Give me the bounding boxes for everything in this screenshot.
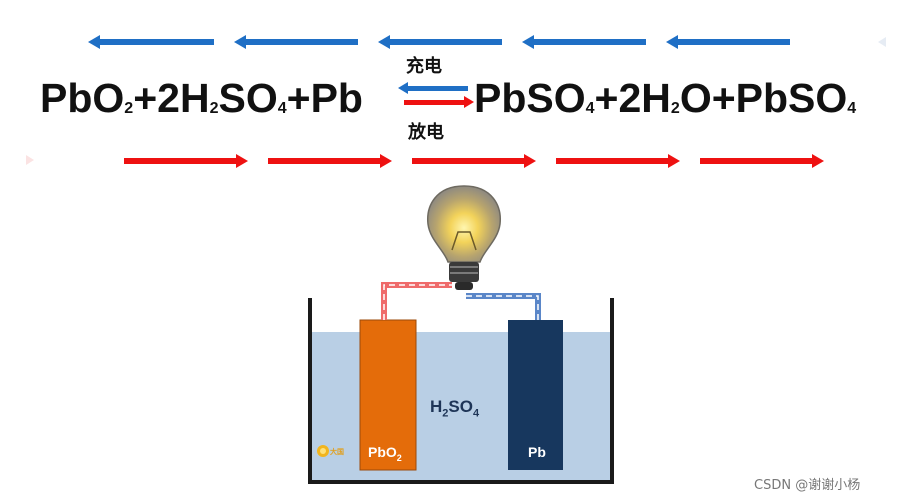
blue-arrow [378, 35, 502, 49]
light-bulb-icon [427, 185, 501, 290]
blue-arrow [88, 35, 214, 49]
red-arrow [700, 154, 824, 168]
red-arrow [412, 154, 536, 168]
pb-electrode [508, 320, 563, 470]
pbo2-electrode-label: PbO2 [368, 444, 402, 463]
logo-icon [317, 445, 329, 457]
charge-flow-arrows [88, 35, 886, 49]
blue-arrow [234, 35, 358, 49]
watermark: CSDN @谢谢小杨 [754, 478, 861, 493]
faint-arrow-tip [878, 37, 886, 47]
discharge-label: 放电 [408, 122, 444, 143]
blue-arrow [666, 35, 790, 49]
discharge-flow-arrows [26, 154, 824, 168]
faint-arrow-tip [26, 155, 34, 165]
beaker [308, 298, 614, 484]
reversible-arrows [398, 82, 474, 108]
red-arrow [556, 154, 680, 168]
electrolyte-label: H2SO4 [430, 397, 480, 420]
charge-label: 充电 [406, 56, 442, 77]
negative-wire [466, 293, 541, 320]
red-arrow [268, 154, 392, 168]
pbo2-electrode [359, 319, 417, 471]
reaction-right-side: PbSO4+2H2O+PbSO4 [474, 75, 857, 121]
pb-electrode-label: Pb [528, 444, 546, 460]
positive-wire [381, 282, 452, 320]
logo-text: 大国 [330, 449, 344, 456]
blue-arrow [522, 35, 646, 49]
reaction-left-side: PbO2+2H2SO4+Pb [40, 75, 363, 121]
red-arrow [124, 154, 248, 168]
